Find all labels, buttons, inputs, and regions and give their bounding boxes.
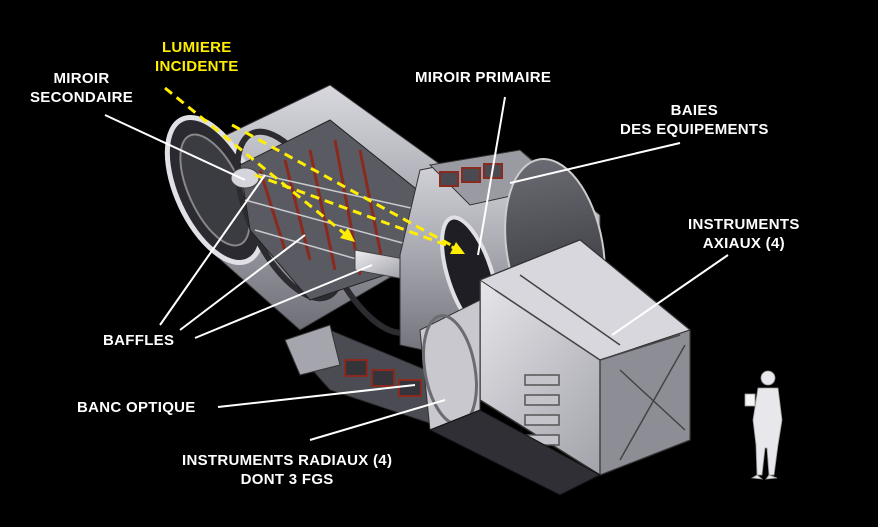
human-figure-icon: [744, 370, 783, 480]
incident-light-path: [164, 86, 461, 252]
label-instruments-axiaux: INSTRUMENTS AXIAUX (4): [688, 215, 800, 253]
label-banc-optique: BANC OPTIQUE: [77, 399, 196, 416]
telescope-body: [164, 84, 692, 496]
label-miroir-secondaire-line2: SECONDAIRE: [30, 89, 134, 106]
label-miroir-secondaire-line1: MIROIR: [53, 70, 110, 87]
label-lumiere-line1: LUMIERE: [161, 39, 232, 56]
label-baies-line1: BAIES: [670, 102, 719, 119]
label-baies-equipements: BAIES DES EQUIPEMENTS: [620, 101, 769, 139]
label-baies-line2: DES EQUIPEMENTS: [620, 121, 769, 138]
label-miroir-secondaire: MIROIR SECONDAIRE: [30, 69, 133, 107]
label-instruments-radiaux: INSTRUMENTS RADIAUX (4) DONT 3 FGS: [182, 451, 392, 489]
label-miroir-primaire: MIROIR PRIMAIRE: [415, 69, 552, 86]
leader-lines: [104, 96, 729, 441]
label-baffles: BAFFLES: [103, 332, 175, 349]
light-arrowheads: [340, 228, 465, 254]
label-radiaux-line1: INSTRUMENTS RADIAUX (4): [182, 452, 393, 469]
label-radiaux-line2: DONT 3 FGS: [240, 471, 334, 488]
label-lumiere-line2: INCIDENTE: [155, 58, 239, 75]
label-lumiere-incidente: LUMIERE INCIDENTE: [155, 38, 239, 76]
label-axiaux-line2: AXIAUX (4): [702, 235, 785, 252]
label-axiaux-line1: INSTRUMENTS: [688, 216, 800, 233]
